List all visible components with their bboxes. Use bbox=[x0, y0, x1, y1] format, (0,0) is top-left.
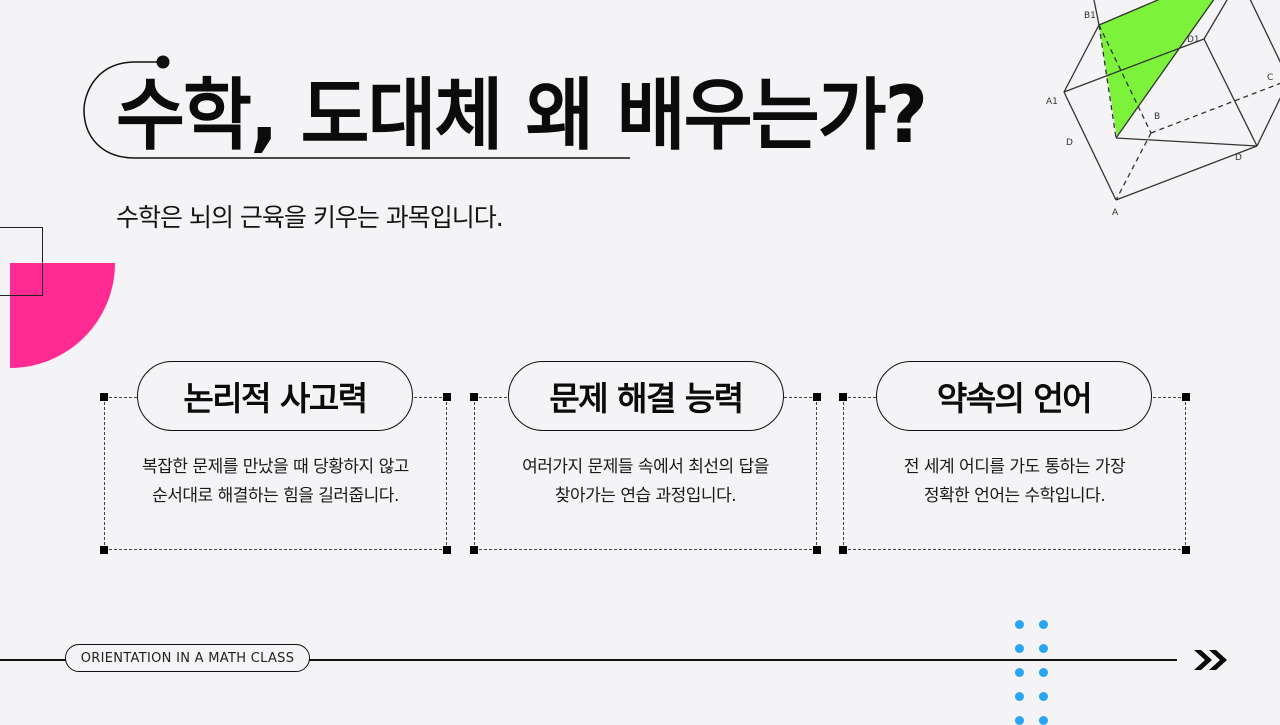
title-dot-icon bbox=[156, 55, 170, 69]
blue-dot-decoration bbox=[1039, 716, 1048, 725]
card-description: 여러가지 문제들 속에서 최선의 답을 찾아가는 연습 과정입니다. bbox=[474, 453, 817, 511]
label-a1: A1 bbox=[1046, 97, 1058, 107]
double-chevron-right-icon[interactable] bbox=[1192, 644, 1232, 676]
label-a: A bbox=[1112, 208, 1119, 218]
blue-dot-decoration bbox=[1015, 668, 1024, 677]
corner-marker bbox=[443, 546, 451, 554]
page-title: 수학, 도대체 왜 배우는가? bbox=[116, 71, 928, 161]
label-b: B bbox=[1154, 112, 1160, 122]
blue-dot-decoration bbox=[1015, 692, 1024, 701]
card-description: 복잡한 문제를 만났을 때 당황하지 않고 순서대로 해결하는 힘을 길러줍니다… bbox=[104, 453, 447, 511]
card-heading: 문제 해결 능력 bbox=[549, 379, 744, 418]
corner-marker bbox=[839, 546, 847, 554]
blue-dot-decoration bbox=[1015, 716, 1024, 725]
card-heading-pill: 논리적 사고력 bbox=[137, 361, 413, 431]
card-heading-pill: 문제 해결 능력 bbox=[508, 361, 784, 431]
blue-dot-decoration bbox=[1039, 644, 1048, 653]
label-d-right: D bbox=[1235, 153, 1242, 163]
corner-marker bbox=[443, 393, 451, 401]
corner-marker bbox=[470, 546, 478, 554]
outline-rectangle-decoration bbox=[0, 227, 43, 296]
label-b1: B1 bbox=[1084, 11, 1096, 21]
card-heading: 약속의 언어 bbox=[936, 379, 1093, 418]
card-heading-pill: 약속의 언어 bbox=[876, 361, 1152, 431]
corner-marker bbox=[813, 546, 821, 554]
card-description-line: 순서대로 해결하는 힘을 길러줍니다. bbox=[152, 486, 399, 506]
blue-dot-decoration bbox=[1039, 620, 1048, 629]
corner-marker bbox=[1182, 546, 1190, 554]
footer-label-pill: ORIENTATION IN A MATH CLASS bbox=[65, 644, 310, 672]
footer-label: ORIENTATION IN A MATH CLASS bbox=[80, 650, 295, 666]
corner-marker bbox=[813, 393, 821, 401]
blue-dot-decoration bbox=[1039, 692, 1048, 701]
corner-marker bbox=[470, 393, 478, 401]
corner-marker bbox=[100, 393, 108, 401]
card-description-line: 정확한 언어는 수학입니다. bbox=[923, 486, 1106, 506]
parallelepiped-figure: B1 D1 A1 C B D D A bbox=[1046, 0, 1280, 218]
card-description-line: 복잡한 문제를 만났을 때 당황하지 않고 bbox=[142, 457, 409, 477]
corner-marker bbox=[839, 393, 847, 401]
label-c: C bbox=[1267, 73, 1273, 83]
corner-marker bbox=[100, 546, 108, 554]
label-d1: D1 bbox=[1187, 35, 1200, 45]
page-subtitle: 수학은 뇌의 근육을 키우는 과목입니다. bbox=[116, 203, 504, 232]
label-d-left: D bbox=[1066, 138, 1073, 148]
blue-dot-decoration bbox=[1039, 668, 1048, 677]
corner-marker bbox=[1182, 393, 1190, 401]
card-description-line: 전 세계 어디를 가도 통하는 가장 bbox=[903, 457, 1126, 477]
footer-divider-line bbox=[0, 659, 1177, 661]
title-swoosh-line bbox=[83, 55, 630, 159]
card-heading: 논리적 사고력 bbox=[183, 379, 368, 418]
blue-dot-decoration bbox=[1015, 644, 1024, 653]
card-description-line: 찾아가는 연습 과정입니다. bbox=[554, 486, 737, 506]
blue-dot-decoration bbox=[1015, 620, 1024, 629]
card-description-line: 여러가지 문제들 속에서 최선의 답을 bbox=[522, 457, 769, 477]
card-description: 전 세계 어디를 가도 통하는 가장 정확한 언어는 수학입니다. bbox=[843, 453, 1186, 511]
